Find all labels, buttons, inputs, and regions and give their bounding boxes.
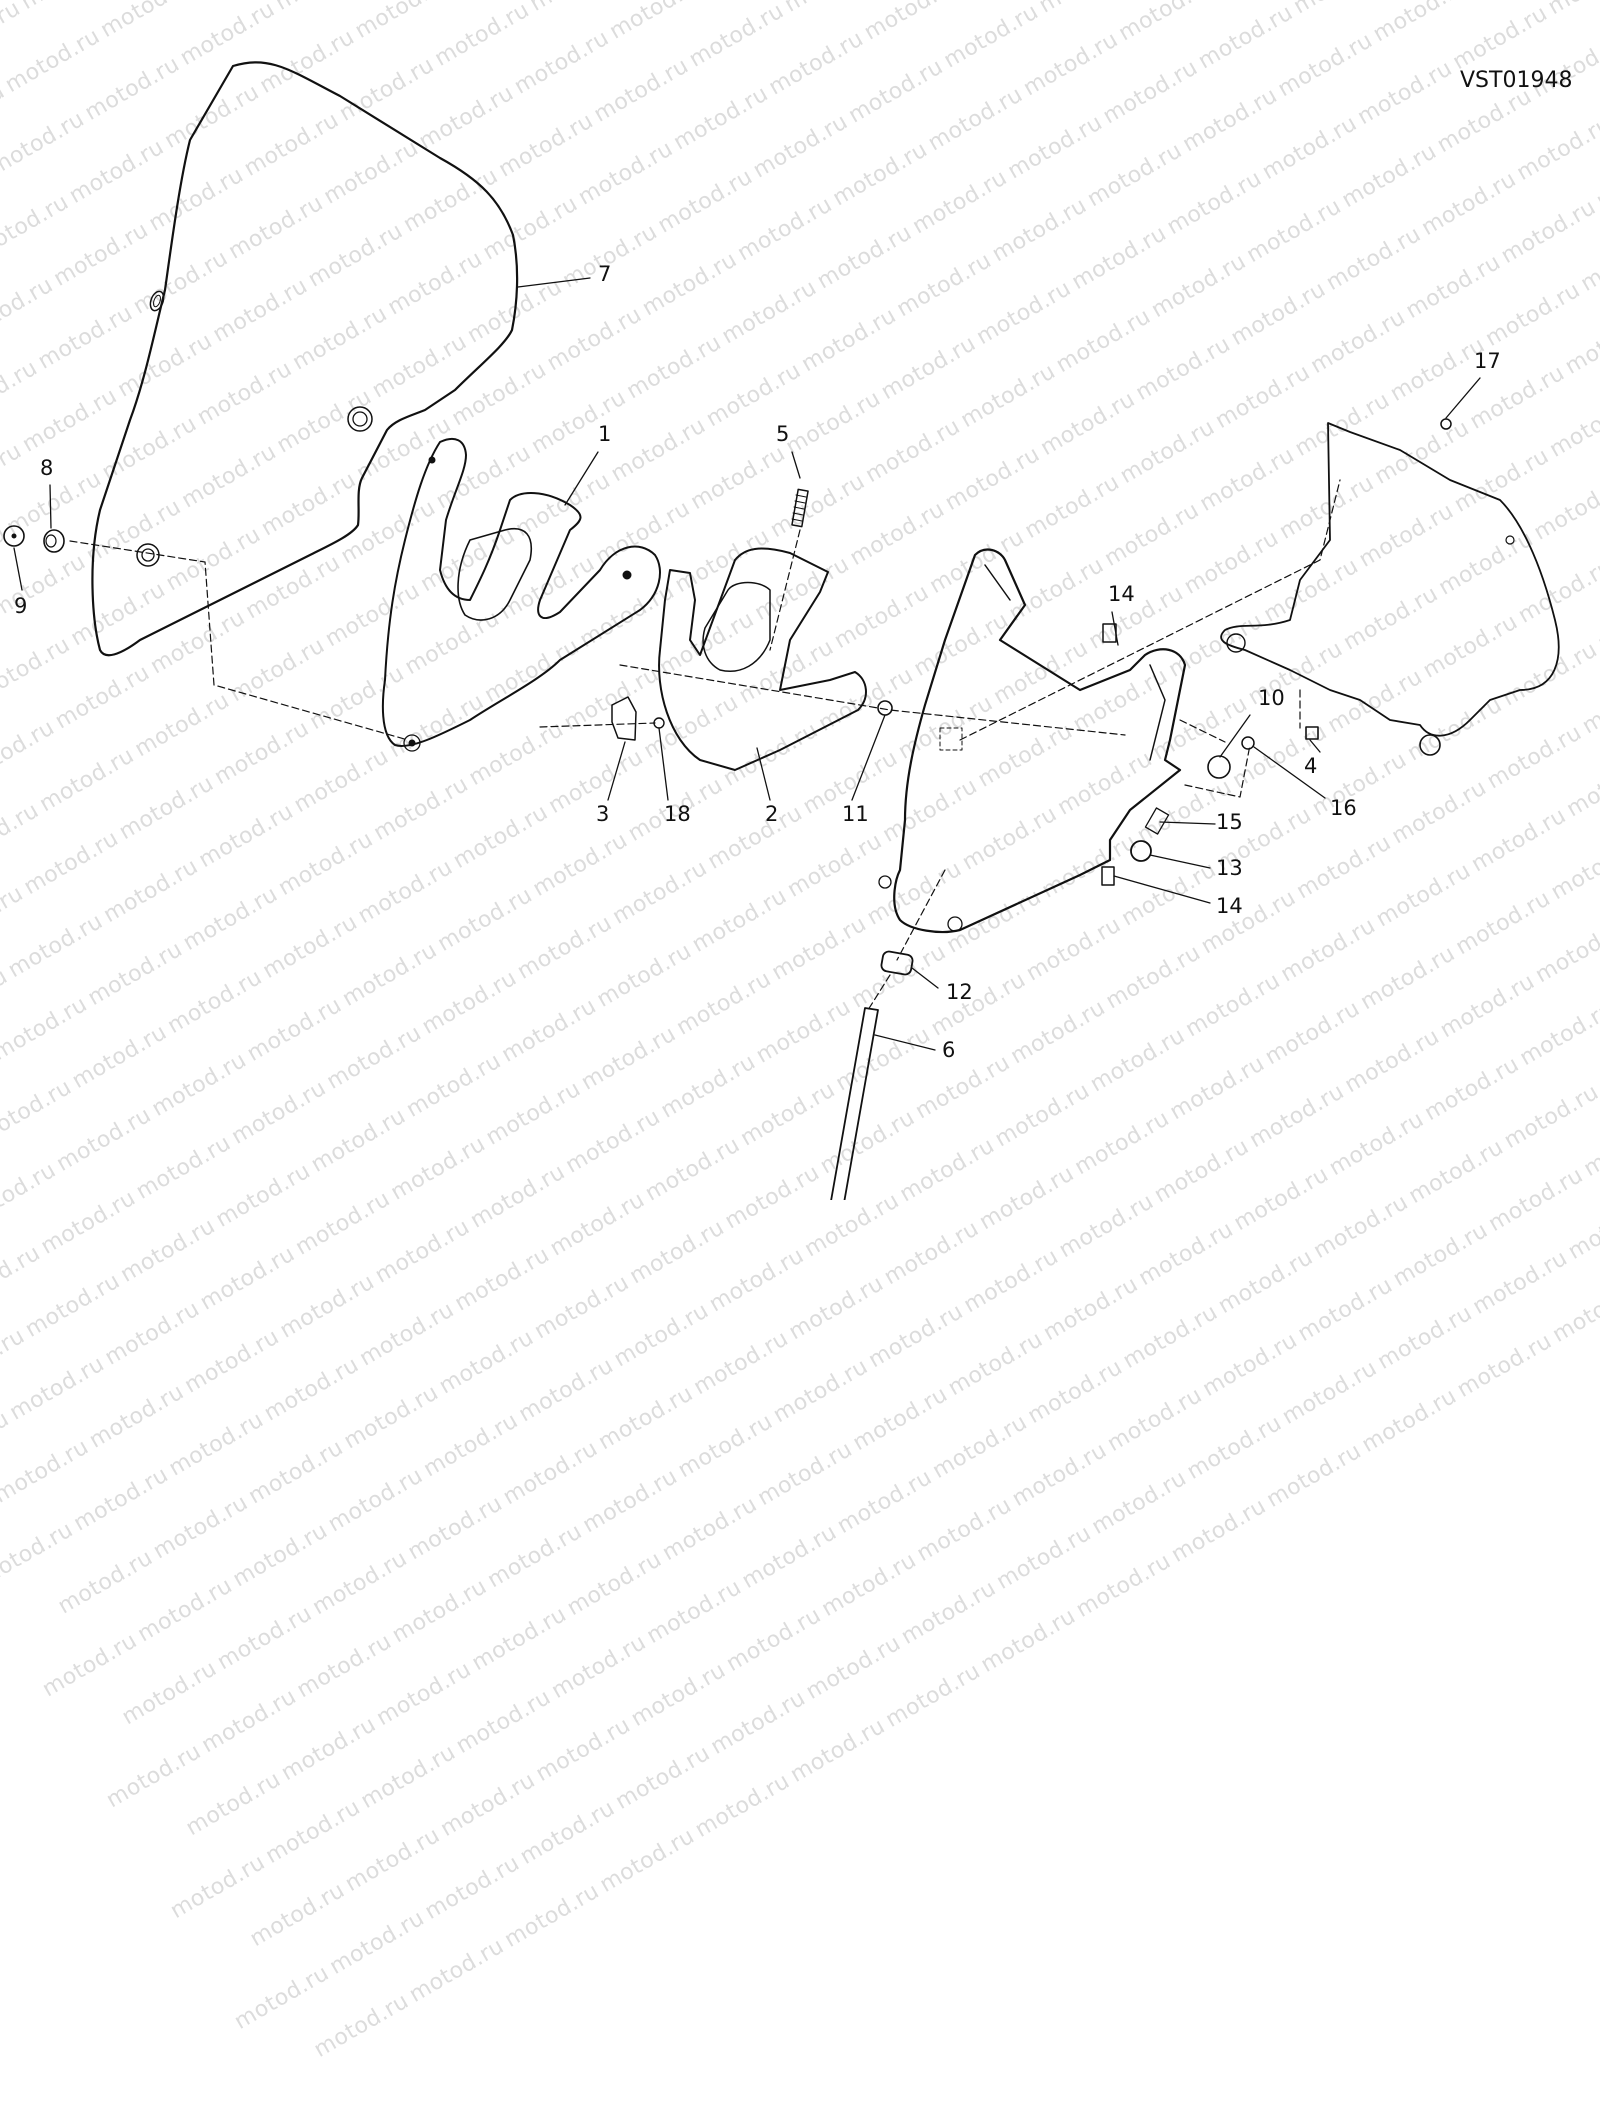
bushing-part-12	[880, 950, 914, 976]
callout-c18: 18	[664, 802, 691, 826]
callout-c9: 9	[14, 594, 28, 618]
grommet-part-8	[43, 529, 65, 553]
clip-part-14b	[1101, 866, 1115, 886]
callout-c2: 2	[765, 802, 779, 826]
exploded-parts-drawing	[3, 61, 1560, 1200]
callout-c11: 11	[842, 802, 869, 826]
gear-part-13	[1130, 840, 1152, 862]
nut-part-4	[1305, 726, 1319, 740]
spring-part-5	[791, 488, 809, 528]
callout-c8: 8	[40, 456, 54, 480]
grommet-part-10	[1207, 755, 1231, 779]
inner-panel-part-1	[381, 437, 661, 752]
callout-c6: 6	[942, 1038, 956, 1062]
headlight-bracket	[878, 548, 1187, 934]
windshield-part-7	[91, 61, 519, 657]
callout-c5: 5	[776, 422, 790, 446]
callout-c3: 3	[596, 802, 610, 826]
frame-bracket	[1220, 422, 1560, 756]
callout-c17: 17	[1474, 349, 1501, 373]
callout-c12: 12	[946, 980, 973, 1004]
callout-c4: 4	[1304, 754, 1318, 778]
pin-part-6	[830, 1007, 879, 1200]
callout-c16: 16	[1330, 796, 1357, 820]
callout-c7: 7	[598, 262, 612, 286]
tab-part-15	[1144, 807, 1170, 835]
screw-part-16	[1241, 736, 1255, 750]
callout-c14a: 14	[1108, 582, 1135, 606]
leader-lines	[13, 277, 1481, 1051]
callout-c1: 1	[598, 422, 612, 446]
callout-c14b: 14	[1216, 894, 1243, 918]
support-part-2	[658, 547, 867, 771]
callout-c13: 13	[1216, 856, 1243, 880]
diagram-code: VST01948	[1460, 68, 1573, 93]
clip-part-3	[611, 696, 637, 741]
callout-c10: 10	[1258, 686, 1285, 710]
screw-part-9	[3, 525, 25, 547]
assembly-lines	[69, 479, 1341, 1011]
screw-part-17	[1440, 418, 1452, 430]
callout-c15: 15	[1216, 810, 1243, 834]
